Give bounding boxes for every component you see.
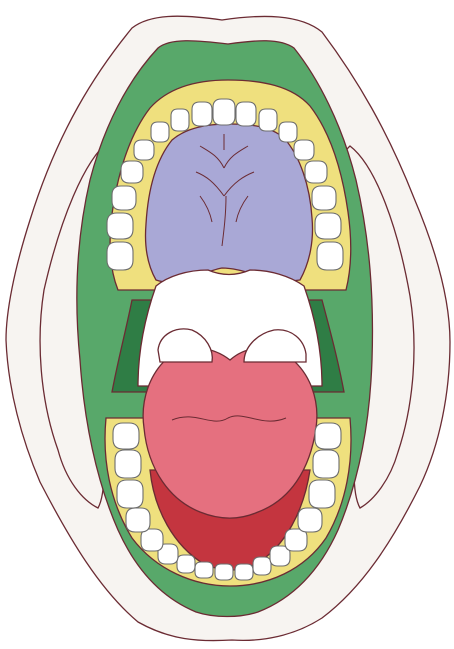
upper-tooth xyxy=(213,99,235,125)
upper-tooth xyxy=(317,242,343,270)
upper-tooth xyxy=(171,109,189,131)
lower-tooth xyxy=(285,529,307,551)
lower-tooth xyxy=(315,423,341,449)
upper-tooth xyxy=(279,122,297,142)
lower-tooth xyxy=(235,564,253,580)
lower-tooth xyxy=(253,557,271,575)
upper-tooth xyxy=(312,186,336,210)
lower-tooth xyxy=(313,450,339,478)
upper-tooth xyxy=(305,161,327,183)
lower-tooth xyxy=(141,529,163,551)
lower-tooth xyxy=(298,508,322,532)
upper-tooth xyxy=(107,213,133,239)
lower-tooth xyxy=(113,423,139,449)
lower-tooth xyxy=(117,480,143,508)
upper-tooth xyxy=(315,213,341,239)
upper-tooth xyxy=(151,122,169,142)
hard-palate xyxy=(145,124,312,282)
upper-tooth xyxy=(259,109,277,131)
upper-tooth xyxy=(121,161,143,183)
lower-tooth xyxy=(115,450,141,478)
upper-tooth xyxy=(192,102,212,126)
upper-tooth xyxy=(236,102,256,126)
upper-tooth xyxy=(107,242,133,270)
lower-tooth xyxy=(215,564,233,580)
lower-tooth xyxy=(309,480,335,508)
lower-tooth xyxy=(177,555,195,573)
lower-tooth xyxy=(195,562,213,578)
lower-tooth xyxy=(126,508,150,532)
upper-tooth xyxy=(134,140,154,160)
upper-tooth xyxy=(294,140,314,160)
upper-tooth xyxy=(112,186,136,210)
